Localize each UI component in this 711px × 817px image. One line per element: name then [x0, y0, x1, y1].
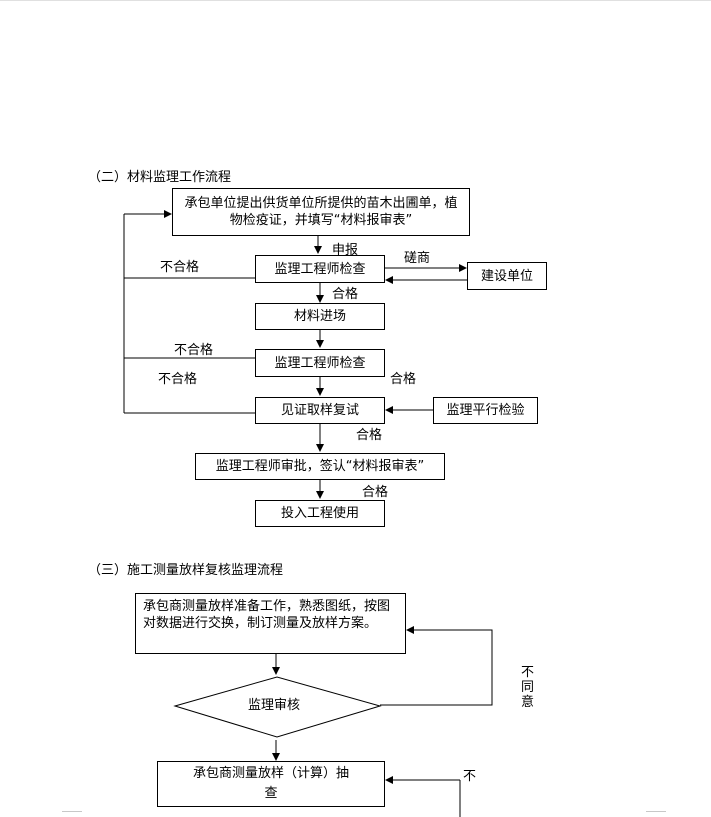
node-witness-sampling: 见证取样复试 — [255, 397, 385, 424]
label-disagree: 不同意 — [521, 665, 535, 710]
label-pass-4: 合格 — [362, 485, 389, 500]
node-put-into-use: 投入工程使用 — [255, 500, 385, 527]
disagree-loop — [380, 626, 493, 706]
label-consult: 磋商 — [404, 251, 431, 266]
node-supervision-review-label: 监理审核 — [248, 698, 301, 713]
label-fail-1: 不合格 — [160, 260, 200, 275]
node-parallel-inspection: 监理平行检验 — [433, 397, 538, 424]
node-construction-owner: 建设单位 — [467, 262, 547, 290]
label-pass-1: 合格 — [332, 287, 359, 302]
review-diamond — [173, 676, 382, 738]
node-engineer-approval: 监理工程师审批，签认“材料报审表” — [195, 453, 445, 480]
page-top-border — [0, 0, 711, 1]
node-materials-arrive: 材料进场 — [255, 303, 385, 330]
node-survey-preparation: 承包商测量放样准备工作，熟悉图纸，按图对数据进行交换，制订测量及放样方案。 — [135, 593, 406, 654]
page-corner-mark-left — [62, 811, 82, 812]
label-pass-2: 合格 — [390, 372, 417, 387]
section3-heading: （三）施工测量放样复核监理流程 — [88, 563, 284, 578]
label-report: 申报 — [332, 243, 359, 258]
node-engineer-inspection-1: 监理工程师检查 — [255, 255, 385, 283]
section2-heading: （二）材料监理工作流程 — [88, 170, 232, 185]
page-corner-mark-right — [646, 811, 666, 812]
node-survey-staking: 承包商测量放样（计算）抽查 — [157, 761, 385, 807]
label-fail-2: 不合格 — [174, 343, 214, 358]
label-pass-3: 合格 — [356, 428, 383, 443]
node-engineer-inspection-2: 监理工程师检查 — [255, 349, 385, 377]
label-not: 不 — [463, 769, 477, 784]
node-submit-materials: 承包单位提出供货单位所提供的苗木出圃单，植物检疫证，并填写“材料报审表” — [172, 188, 470, 236]
label-fail-3: 不合格 — [158, 372, 198, 387]
